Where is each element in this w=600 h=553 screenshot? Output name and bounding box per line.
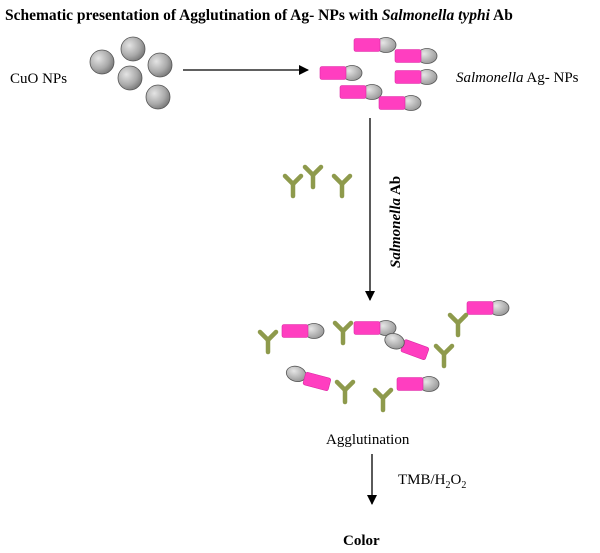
antigen-nanoparticle-icon [378,95,422,111]
color-label: Color [343,533,380,549]
antibody-icon [375,390,391,410]
antigen-nanoparticle-icon [396,376,440,392]
antigen-nanoparticle-icon [466,300,510,316]
antibody-icon [337,382,353,402]
diagram-title: Schematic presentation of Agglutination … [5,7,513,24]
antigen-nanoparticle-icon [339,84,383,100]
salmonella-ag-nps [319,37,438,111]
cuo-sphere-icon [89,49,115,75]
cuo-sphere-icon [145,84,171,110]
salmonella-ag-nps-label: Salmonella Ag- NPs [456,70,579,86]
antigen-nanoparticle-icon [353,37,397,53]
antibody-icon [436,346,452,366]
cuo-sphere-icon [147,52,173,78]
cuo-sphere-icon [117,65,143,91]
antibody-icon [285,176,301,196]
antibody-icon [334,176,350,196]
antigen-nanoparticle-icon [394,69,438,85]
agglutinated-complexes [260,300,510,411]
antigen-nanoparticle-icon [281,323,325,339]
cuo-sphere-icon [120,36,146,62]
antigen-nanoparticle-rotated [384,332,430,360]
antibody-arrow-label: Salmonella Ab [388,176,404,268]
cuo-label: CuO NPs [10,71,67,87]
antigen-nanoparticle-icon [353,320,397,336]
antibody-icon [260,332,276,352]
salmonella-antibodies [285,167,350,196]
antibody-icon [335,323,351,343]
tmb-label: TMB/H2O2 [398,472,466,491]
agglutination-label: Agglutination [326,432,410,448]
antibody-icon [305,167,321,187]
antigen-nanoparticle-icon [319,65,363,81]
cuo-nanoparticles [89,36,173,110]
antigen-nanoparticle-icon [394,48,438,64]
antigen-nanoparticle-rotated [285,365,332,392]
antibody-icon [450,315,466,335]
